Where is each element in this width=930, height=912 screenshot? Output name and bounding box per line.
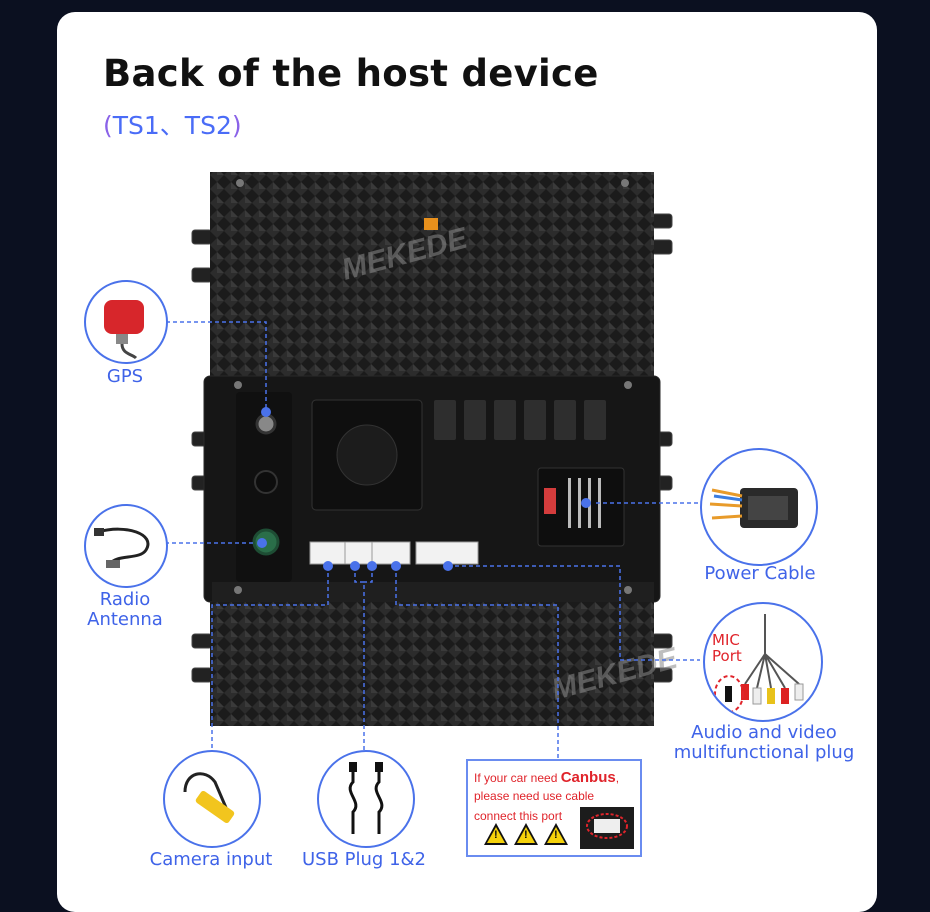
camera-input-image <box>163 750 261 848</box>
subtitle-models: TS1、TS2 <box>112 111 232 140</box>
usb-plug-label: USB Plug 1&2 <box>301 849 427 870</box>
gps-label: GPS <box>106 366 144 387</box>
subtitle-paren-close: ) <box>231 111 242 140</box>
gps-antenna-icon <box>104 300 144 360</box>
radio-antenna-icon <box>94 527 150 568</box>
audio-video-plug-image <box>703 602 823 722</box>
canbus-note-line3: connect this port <box>474 809 563 823</box>
audio-video-label: Audio and video multifunctional plug <box>673 722 855 763</box>
usb-plug-image <box>317 750 415 848</box>
warning-icon: ! <box>544 823 568 845</box>
subtitle-paren-open: ( <box>103 111 113 140</box>
power-cable-image <box>700 448 818 566</box>
gps-antenna-image <box>84 280 168 364</box>
usb-cable-icon <box>348 762 384 834</box>
rca-cables-icon <box>714 614 804 713</box>
radio-antenna-image <box>84 504 168 588</box>
warning-icon: ! <box>484 823 508 845</box>
page-title: Back of the host device <box>103 52 599 95</box>
canbus-note-line2: please need use cable <box>474 789 595 803</box>
radio-antenna-label: Radio Antenna <box>87 589 163 630</box>
power-connector-icon <box>709 488 798 528</box>
canbus-port-thumbnail <box>580 807 634 849</box>
page-subtitle: (TS1、TS2) <box>103 106 242 142</box>
rca-yellow-plug-icon <box>183 772 235 824</box>
canbus-note-line1: If your car need Canbus, <box>474 769 620 786</box>
canbus-note: If your car need Canbus, please need use… <box>466 759 642 857</box>
power-cable-label: Power Cable <box>704 563 816 584</box>
mic-port-label: MIC Port <box>712 631 742 665</box>
warning-icon: ! <box>514 823 538 845</box>
camera-input-label: Camera input <box>149 849 273 870</box>
